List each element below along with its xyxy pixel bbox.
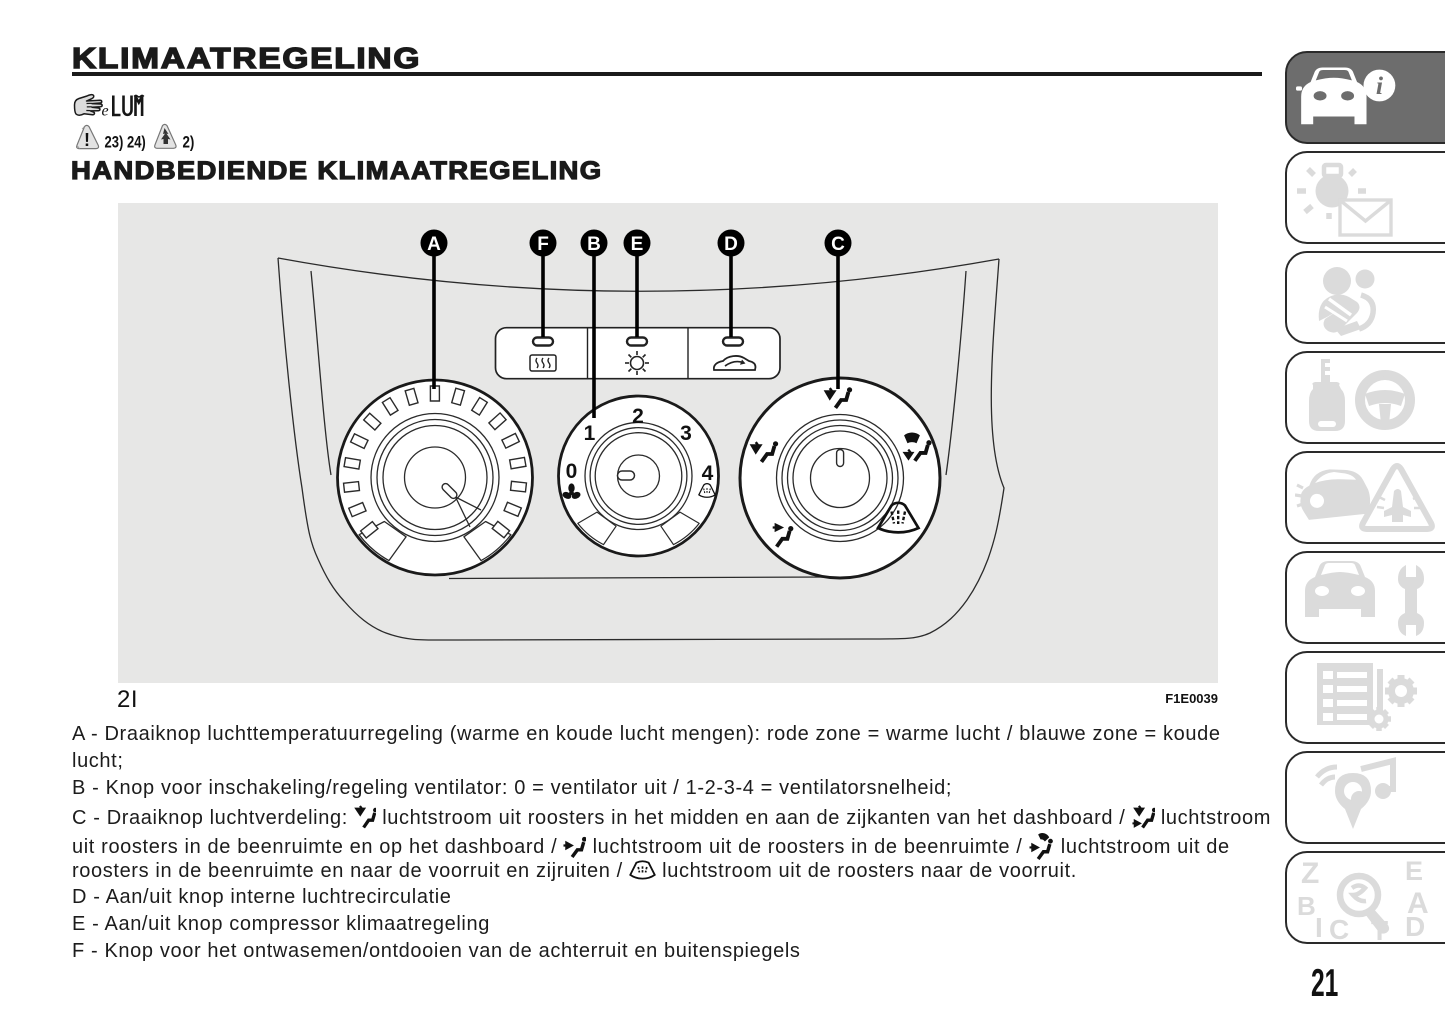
svg-text:2: 2 — [632, 405, 644, 428]
svg-text:0: 0 — [566, 460, 578, 483]
svg-text:3: 3 — [680, 422, 692, 445]
svg-text:D: D — [1405, 911, 1425, 940]
svg-text:I: I — [1315, 912, 1323, 940]
svg-text:e: e — [102, 103, 109, 120]
svg-text:E: E — [631, 234, 644, 255]
svg-text:2): 2) — [183, 133, 195, 152]
svg-text:1: 1 — [584, 422, 596, 445]
svg-text:A: A — [1407, 887, 1429, 920]
svg-text:D: D — [724, 234, 738, 255]
svg-text:E: E — [1405, 856, 1423, 886]
svg-text:4: 4 — [702, 462, 714, 485]
svg-text:Z: Z — [1301, 857, 1319, 890]
svg-text:!: ! — [84, 130, 90, 150]
svg-text:F: F — [537, 234, 549, 255]
svg-text:i: i — [1376, 71, 1384, 100]
svg-text:B: B — [587, 234, 601, 255]
svg-text:C: C — [831, 234, 845, 255]
svg-text:23) 24): 23) 24) — [105, 134, 146, 152]
svg-text:C: C — [1329, 914, 1349, 940]
svg-text:B: B — [1297, 891, 1316, 921]
svg-text:A: A — [427, 234, 441, 255]
